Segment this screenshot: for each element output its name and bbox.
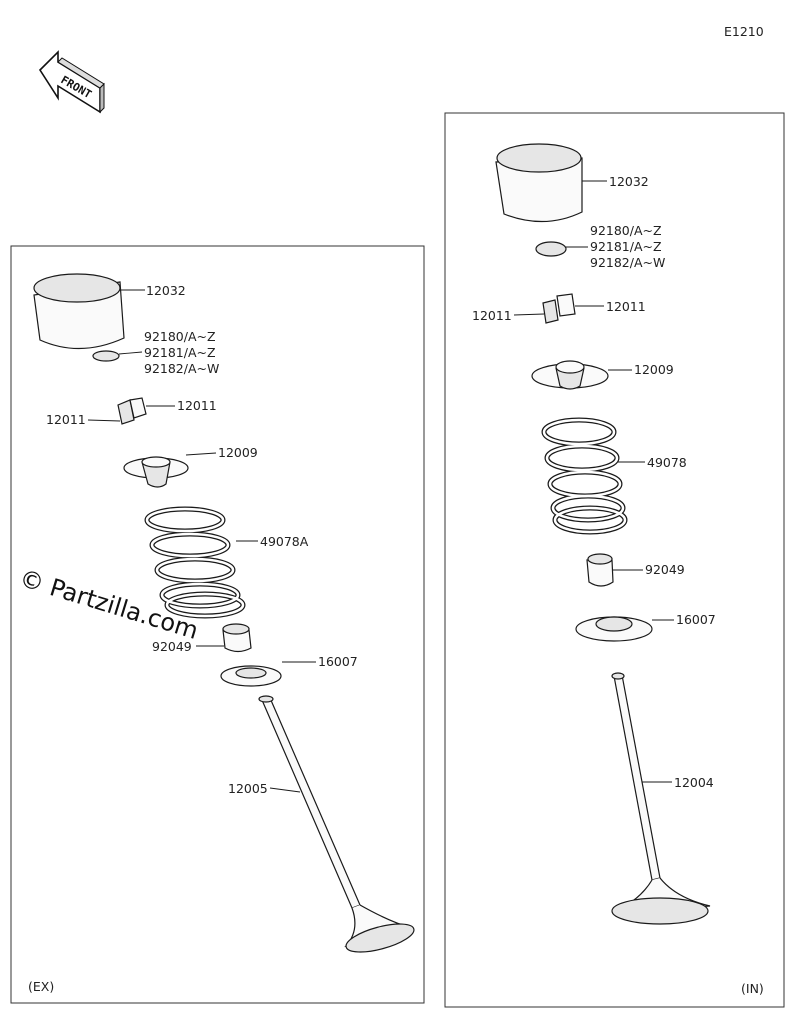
ex-cotters[interactable]: [117, 397, 147, 425]
in-spring-seat[interactable]: [575, 616, 653, 642]
in-tappet[interactable]: [495, 143, 583, 223]
ex-valve-label: 12005: [228, 781, 268, 796]
diagram-code: E1210: [724, 24, 764, 39]
in-cotter-label-left: 12011: [472, 308, 512, 323]
ex-shim-label-1: 92180/A~Z: [144, 329, 216, 344]
in-panel-label: (IN): [741, 981, 764, 996]
ex-seal-label: 92049: [152, 639, 192, 654]
ex-panel-frame: [10, 245, 425, 1004]
ex-seal[interactable]: [222, 623, 252, 653]
ex-shim-label-2: 92181/A~Z: [144, 345, 216, 360]
in-spring-seat-label: 16007: [676, 612, 716, 627]
in-valve[interactable]: [611, 672, 711, 925]
in-retainer-label: 12009: [634, 362, 674, 377]
in-shim[interactable]: [535, 241, 567, 257]
in-spring-label: 49078: [647, 455, 687, 470]
ex-retainer-label: 12009: [218, 445, 258, 460]
ex-retainer[interactable]: [123, 456, 189, 488]
in-shim-label-3: 92182/A~W: [590, 255, 665, 270]
in-cotter-label-right: 12011: [606, 299, 646, 314]
in-tappet-label: 12032: [609, 174, 649, 189]
in-valve-label: 12004: [674, 775, 714, 790]
in-shim-label-1: 92180/A~Z: [590, 223, 662, 238]
ex-spring-label: 49078A: [260, 534, 309, 549]
ex-spring[interactable]: [144, 506, 246, 619]
ex-cotter-label-right: 12011: [177, 398, 217, 413]
front-arrow-icon: FRONT: [38, 50, 105, 114]
ex-tappet[interactable]: [33, 273, 125, 350]
in-panel-frame: [444, 112, 785, 1008]
ex-shim-label-3: 92182/A~W: [144, 361, 219, 376]
ex-spring-seat[interactable]: [220, 665, 282, 687]
ex-spring-seat-label: 16007: [318, 654, 358, 669]
ex-tappet-label: 12032: [146, 283, 186, 298]
in-retainer[interactable]: [531, 360, 609, 390]
ex-shim[interactable]: [92, 350, 120, 362]
in-shim-label-2: 92181/A~Z: [590, 239, 662, 254]
in-seal[interactable]: [586, 553, 614, 587]
in-seal-label: 92049: [645, 562, 685, 577]
in-cotters[interactable]: [542, 293, 576, 324]
ex-panel-label: (EX): [28, 979, 54, 994]
ex-valve[interactable]: [258, 695, 417, 958]
ex-cotter-label-left: 12011: [46, 412, 86, 427]
